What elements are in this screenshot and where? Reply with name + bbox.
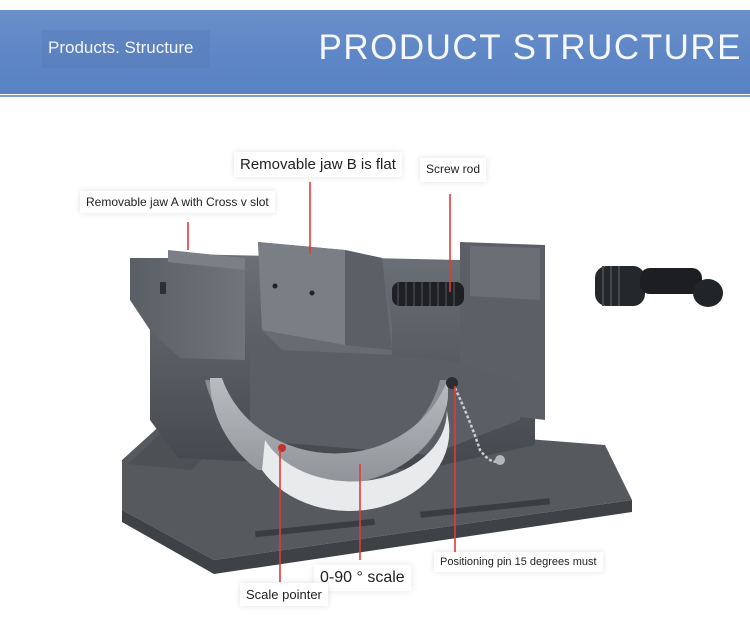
callout-screw-rod: Screw rod [420, 158, 487, 182]
callout-jaw-a: Removable jaw A with Cross v slot [80, 191, 275, 213]
jaw-b [258, 242, 392, 355]
callout-scale-pointer: Scale pointer [240, 583, 328, 606]
callout-positioning-pin: Positioning pin 15 degrees must [434, 552, 603, 572]
page-title: PRODUCT STRUCTURE [318, 28, 742, 67]
callout-angle-scale: 0-90 ° scale [314, 565, 411, 591]
header-divider [0, 95, 750, 97]
positioning-pin [446, 377, 505, 465]
callout-jaw-b: Removable jaw B is flat [234, 152, 402, 177]
lead-screw [392, 266, 723, 307]
header-subtitle-box [42, 30, 210, 68]
header-subtitle: Products. Structure [48, 38, 194, 57]
jaw-a [130, 250, 245, 360]
leader-lines [187, 182, 456, 582]
